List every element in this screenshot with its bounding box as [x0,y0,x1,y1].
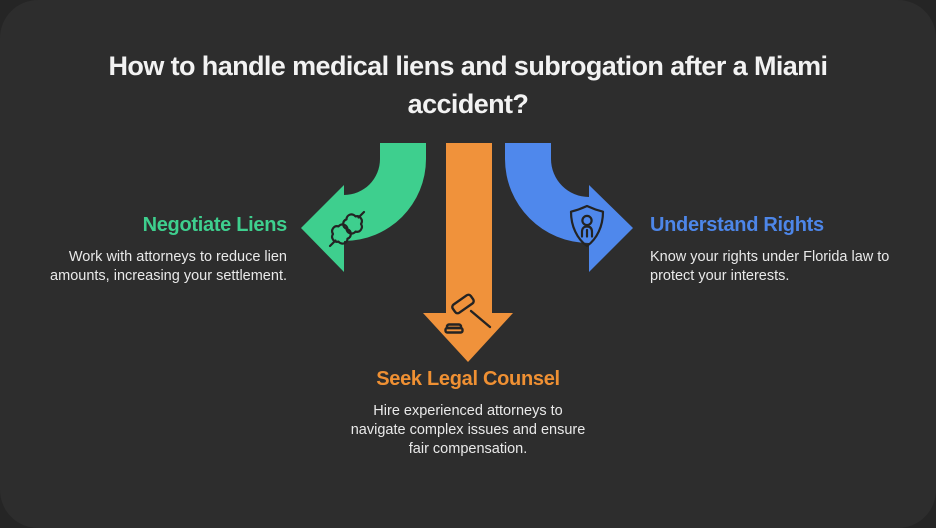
curved-arrow-left [301,143,426,272]
page-title-line-1: How to handle medical liens and subrogat… [108,51,829,81]
page-title-line-2: accident? [407,89,529,119]
step-understand-rights: Understand Rights Know your rights under… [650,213,922,286]
step-seek-legal-counsel: Seek Legal Counsel Hire experienced atto… [0,367,936,459]
step-negotiate-liens-description: Work with attorneys to reduce lien amoun… [17,248,287,286]
description-line: Work with attorneys to reduce lien [68,249,287,265]
description-line: amounts, increasing your settlement. [50,268,287,284]
curved-arrow-right [505,143,633,272]
handshake-icon [328,210,366,248]
step-seek-legal-counsel-description: Hire experienced attorneys to navigate c… [318,402,618,459]
step-seek-legal-counsel-title: Seek Legal Counsel [376,368,560,390]
description-line: navigate complex issues and ensure [350,422,586,438]
gavel-icon [444,293,492,334]
description-line: Know your rights under Florida law to [650,249,890,265]
description-line: fair compensation. [408,441,528,457]
step-negotiate-liens: Negotiate Liens Work with attorneys to r… [17,213,287,286]
step-negotiate-liens-title: Negotiate Liens [142,214,288,236]
straight-arrow-down [423,143,513,362]
description-line: protect your interests. [650,268,790,284]
step-understand-rights-title: Understand Rights [650,214,824,236]
page-title: How to handle medical liens and subrogat… [0,47,936,123]
description-line: Hire experienced attorneys to [373,403,563,419]
step-understand-rights-description: Know your rights under Florida law to pr… [650,248,922,286]
shield-person-icon [569,204,605,248]
